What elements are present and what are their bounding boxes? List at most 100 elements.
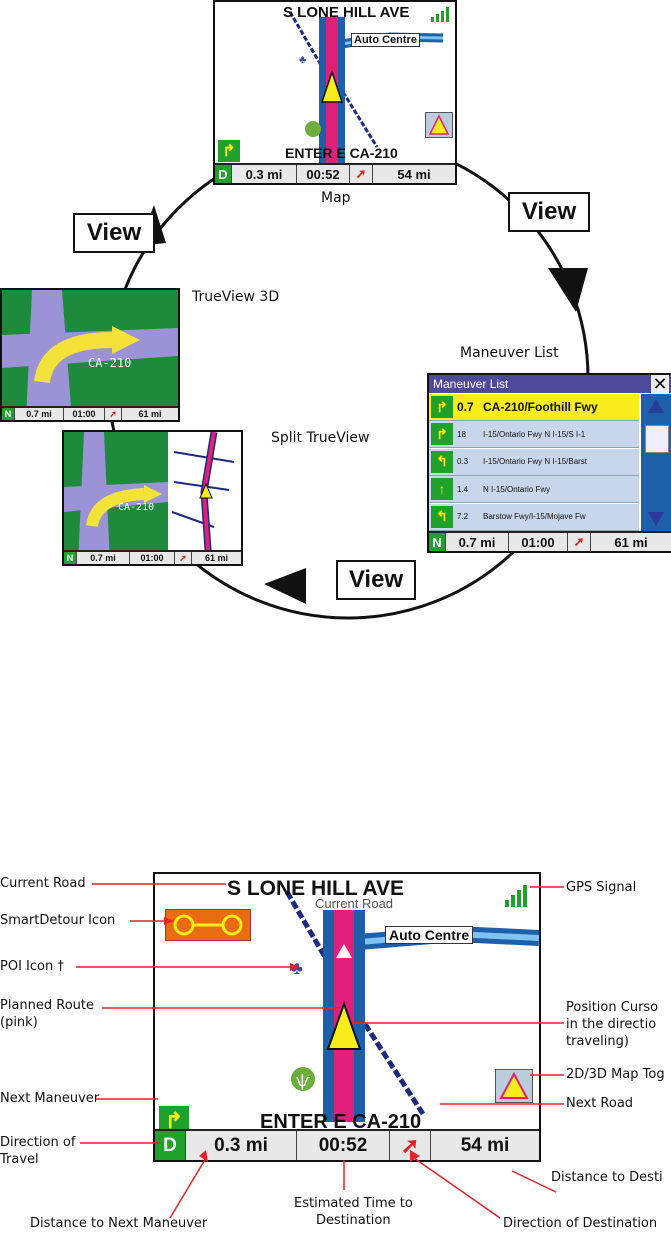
split-canvas — [64, 432, 241, 564]
trueview3d-canvas — [2, 290, 178, 420]
maneuver-list-header: Maneuver List — [429, 375, 671, 393]
annotated-map-toggle-icon[interactable] — [495, 1069, 533, 1103]
split-road-label: CA-210 — [118, 502, 155, 513]
label-next-road: Next Road — [566, 1096, 634, 1111]
maneuver-distance: 7.2 — [457, 512, 469, 522]
label-dist-next: Distance to Next Maneuver — [30, 1216, 208, 1231]
split-caption: Split TrueView — [271, 430, 370, 446]
distance-next-maneuver: 0.3 mi — [232, 165, 297, 183]
map-toggle-icon[interactable] — [425, 112, 453, 138]
view-button-left[interactable]: View — [73, 213, 155, 253]
label-position-3: traveling) — [566, 1034, 629, 1049]
annotated-next-road: ENTER E CA-210 — [260, 1111, 422, 1133]
view-button-right[interactable]: View — [508, 192, 590, 232]
label-dist-dest: Distance to Desti — [551, 1170, 663, 1185]
poi-icon[interactable]: ♣ — [299, 54, 307, 66]
annotated-current-road-overlay: Current Road — [315, 896, 394, 911]
maneuver-status-bar: N 0.7 mi 01:00 ➚ 61 mi — [429, 531, 671, 551]
map-canvas — [215, 2, 455, 183]
label-current-road: Current Road — [0, 876, 86, 891]
maneuver-distance: 1.4 — [457, 484, 469, 494]
trueview3d-dist-dest: 61 mi — [138, 409, 162, 419]
split-dist-dest: 61 mi — [204, 553, 228, 563]
maneuver-time: 01:00 — [509, 533, 568, 551]
maneuver-dist-next: 0.7 mi — [446, 533, 509, 551]
label-gps: GPS Signal — [566, 880, 637, 895]
label-poi: POI Icon † — [0, 959, 64, 974]
next-road-label: ENTER E CA-210 — [285, 145, 398, 161]
gps-signal-icon — [429, 5, 451, 23]
scroll-thumb[interactable] — [645, 425, 669, 453]
maneuver-distance: 18 — [457, 429, 466, 439]
label-eta-2: Destination — [316, 1213, 391, 1228]
label-eta-1: Estimated Time to — [294, 1196, 413, 1211]
scroll-up-icon[interactable] — [648, 399, 664, 413]
maneuver-text: CA-210/Foothill Fwy — [483, 400, 598, 414]
maneuver-text: I-15/Ontario Fwy N I-15/Barst — [483, 457, 588, 467]
map-caption: Map — [321, 190, 351, 206]
trueview3d-direction: N — [2, 408, 15, 420]
trueview3d-road-label: CA-210 — [88, 356, 132, 370]
maneuver-scrollbar[interactable] — [641, 394, 671, 531]
annotated-current-road: S LONE HILL AVE — [227, 877, 404, 900]
annotated-time: 00:52 — [297, 1131, 390, 1160]
trueview3d-screen[interactable]: CA-210 N 0.7 mi 01:00 ➚ 61 mi — [0, 288, 180, 422]
estimated-time: 00:52 — [297, 165, 350, 183]
turn-arrow-icon: ↑ — [431, 478, 453, 501]
annotated-status-bar: D 0.3 mi 00:52 ➚ 54 mi — [155, 1129, 539, 1160]
maneuver-direction: N — [429, 533, 446, 551]
annotated-map-screen[interactable]: ѱ S LONE HILL AVE Current Road Auto Cent… — [153, 872, 541, 1162]
label-direction-1: Direction of — [0, 1135, 76, 1150]
distance-destination: 54 mi — [397, 166, 431, 182]
trueview3d-dir-dest-icon: ➚ — [105, 408, 122, 420]
label-position-2: in the directio — [566, 1017, 657, 1032]
split-trueview-screen[interactable]: CA-210 N 0.7 mi 01:00 ➚ 61 mi — [62, 430, 243, 566]
label-direction-2: Travel — [0, 1152, 39, 1167]
maneuver-dir-dest-icon: ➚ — [568, 533, 591, 551]
scroll-down-icon[interactable] — [648, 512, 664, 526]
trueview3d-caption: TrueView 3D — [192, 289, 280, 305]
split-dist-next: 0.7 mi — [77, 552, 130, 564]
split-dir-dest-icon: ➚ — [175, 552, 192, 564]
view-button-bottom[interactable]: View — [336, 560, 416, 600]
maneuver-distance: 0.7 — [457, 400, 474, 414]
maneuver-row[interactable]: ↱ 0.7 CA-210/Foothill Fwy — [429, 394, 639, 421]
maneuver-list-caption: Maneuver List — [460, 345, 559, 361]
maneuver-text: N I-15/Ontario Fwy — [483, 484, 551, 494]
maneuver-row[interactable]: ↰ 7.2 Barstow Fwy/I-15/Mojave Fw — [429, 503, 639, 531]
label-route-2: (pink) — [0, 1015, 38, 1030]
callout-lines — [76, 883, 564, 1219]
map-status-bar: D 0.3 mi 00:52 ➚ 54 mi — [215, 163, 455, 183]
label-next-maneuver: Next Maneuver — [0, 1091, 100, 1106]
label-dir-dest: Direction of Destination — [503, 1216, 658, 1231]
turn-arrow-icon: ↰ — [431, 505, 453, 528]
annotated-dist-dest: 54 mi — [460, 1134, 510, 1156]
annotated-poi-label: Auto Centre — [385, 926, 474, 944]
trueview3d-dist-next: 0.7 mi — [15, 408, 64, 420]
map-screen[interactable]: S LONE HILL AVE Auto Centre ♣ ↱ ENTER E … — [213, 0, 457, 185]
maneuver-list-title: Maneuver List — [433, 377, 509, 391]
maneuver-text: Barstow Fwy/I-15/Mojave Fw — [483, 512, 586, 522]
label-position-1: Position Curso — [566, 1000, 659, 1015]
next-maneuver-icon[interactable]: ↱ — [218, 140, 240, 162]
label-smartdetour: SmartDetour Icon — [0, 913, 116, 928]
annotated-direction: D — [155, 1131, 186, 1160]
poi-label: Auto Centre — [351, 33, 420, 47]
maneuver-row[interactable]: ↑ 1.4 N I-15/Ontario Fwy — [429, 476, 639, 504]
split-direction: N — [64, 552, 77, 564]
label-map-toggle: 2D/3D Map Tog — [566, 1067, 665, 1082]
smartdetour-icon[interactable] — [165, 909, 251, 941]
maneuver-text: I-15/Ontario Fwy N I-15/S I-1 — [483, 429, 586, 439]
direction-of-travel: D — [215, 165, 232, 183]
annotated-dist-next: 0.3 mi — [186, 1131, 297, 1160]
close-icon[interactable]: ✕ — [651, 374, 669, 394]
turn-arrow-icon: ↱ — [431, 396, 453, 418]
current-road-label: S LONE HILL AVE — [283, 4, 410, 21]
direction-destination-icon: ➚ — [350, 165, 373, 183]
maneuver-row[interactable]: ↱ 18 I-15/Ontario Fwy N I-15/S I-1 — [429, 421, 639, 449]
turn-arrow-icon: ↱ — [431, 423, 453, 446]
